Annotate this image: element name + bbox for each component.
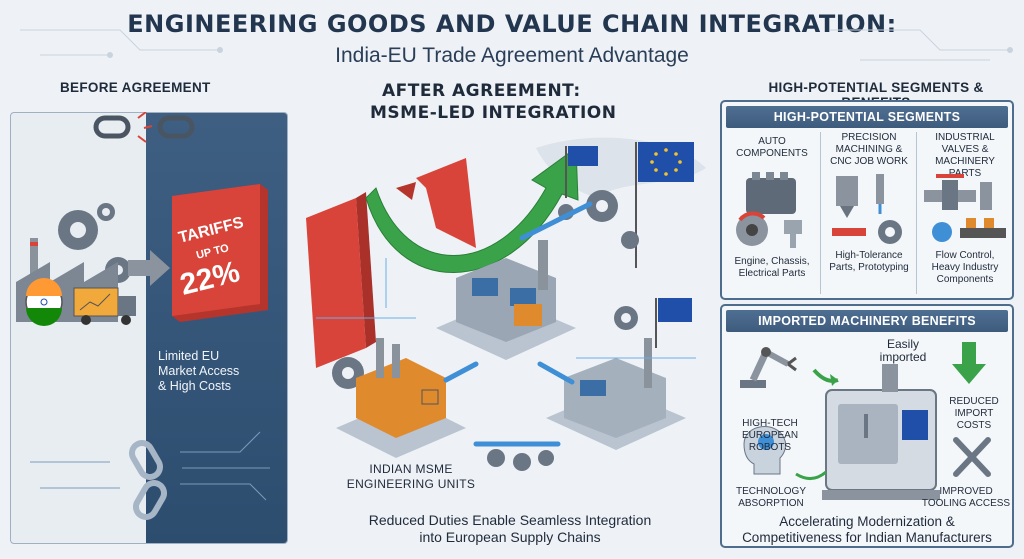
title-line: CNC JOB WORK (830, 156, 908, 167)
before-agreement-panel (10, 112, 288, 544)
caption-line: Reduced Duties Enable Seamless Integrati… (368, 512, 652, 528)
segments-header: HIGH-POTENTIAL SEGMENTS (726, 106, 1008, 128)
desc-line: Electrical Parts (738, 268, 806, 279)
page-title: ENGINEERING GOODS AND VALUE CHAIN INTEGR… (127, 10, 897, 38)
desc-line: Heavy Industry (931, 262, 999, 273)
after-agreement-illustration (306, 137, 706, 471)
high-potential-segments-box: HIGH-POTENTIAL SEGMENTS AUTO COMPONENTS … (720, 100, 1014, 300)
reduced-import-costs-label: REDUCED IMPORT COSTS (936, 396, 1012, 432)
label-line: REDUCED (949, 396, 999, 407)
benefits-illustration (740, 342, 991, 500)
title-line: INDUSTRIAL (935, 132, 995, 143)
broken-chain-icon (93, 115, 195, 139)
desc-line: Engine, Chassis, (734, 256, 810, 267)
before-agreement-label: Limited EU Market Access & High Costs (158, 349, 278, 394)
center-caption: Reduced Duties Enable Seamless Integrati… (340, 512, 680, 546)
title-line: MACHINING & (835, 144, 903, 155)
segment-desc-industrial: Flow Control, Heavy Industry Components (916, 250, 1014, 286)
label-line: COSTS (956, 420, 992, 431)
desc-line: Flow Control, (935, 250, 995, 261)
footer-line: Competitiveness for Indian Manufacturers (742, 530, 992, 545)
segment-desc-precision: High-Tolerance Parts, Prototyping (820, 250, 918, 274)
segment-title-industrial: INDUSTRIAL VALVES & MACHINERY PARTS (918, 132, 1012, 180)
label-line: TECHNOLOGY (735, 486, 806, 497)
label-line: imported (879, 350, 927, 364)
technology-absorption-icon (743, 426, 787, 475)
benefits-footer: Accelerating Modernization & Competitive… (730, 514, 1004, 546)
imported-machinery-benefits-box: IMPORTED MACHINERY BENEFITS Easily impor… (720, 304, 1014, 548)
divider (916, 132, 917, 294)
label-line: INDIAN MSME (369, 462, 453, 476)
cnc-machining-icon (832, 174, 902, 244)
title-line: MACHINERY PARTS (935, 156, 995, 179)
title-line: PRECISION (841, 132, 897, 143)
segment-title-auto: AUTO COMPONENTS (726, 136, 818, 160)
before-agreement-illustration (16, 112, 270, 520)
desc-line: Components (936, 274, 994, 285)
wrench-icon (953, 437, 991, 477)
factory-icon (336, 338, 466, 458)
title-line: AUTO (758, 136, 786, 147)
label-line: IMPORT (954, 408, 994, 419)
after-agreement-title: AFTER AGREEMENT: MSME-LED INTEGRATION (370, 80, 670, 124)
green-arrow-icon (365, 147, 579, 273)
label-line: IMPROVED (939, 486, 993, 497)
robot-arm-icon (740, 347, 797, 388)
label-line: Easily (886, 337, 919, 351)
page-subtitle: India-EU Trade Agreement Advantage (335, 44, 689, 67)
broken-wall-icon (306, 158, 476, 368)
easily-imported-label: Easily imported (868, 338, 938, 364)
label-line: ABSORPTION (738, 498, 804, 509)
factory-icon (546, 338, 686, 450)
down-arrow-icon (952, 342, 986, 384)
title-line: AFTER AGREEMENT: (382, 81, 581, 101)
cnc-machine-icon (822, 364, 940, 500)
indian-msme-units-label: INDIAN MSME ENGINEERING UNITS (326, 462, 496, 492)
segment-title-precision: PRECISION MACHINING & CNC JOB WORK (822, 132, 916, 168)
segment-desc-auto: Engine, Chassis, Electrical Parts (724, 256, 820, 280)
eu-flag-icon (565, 142, 694, 348)
benefits-header: IMPORTED MACHINERY BENEFITS (726, 310, 1008, 332)
caption-line: into European Supply Chains (419, 529, 601, 545)
factory-icon (436, 240, 576, 360)
auto-components-icon (736, 172, 802, 248)
title-line: COMPONENTS (736, 148, 808, 159)
label-line: & High Costs (158, 379, 231, 393)
label-line: EUROPEAN (741, 430, 799, 441)
title-line: VALVES & (941, 144, 989, 155)
industrial-valve-icon (924, 174, 1006, 242)
india-flag-icon (25, 278, 63, 326)
before-agreement-heading: BEFORE AGREEMENT (60, 80, 211, 95)
label-line: HIGH-TECH (742, 418, 798, 429)
desc-line: High-Tolerance (835, 250, 903, 261)
gear-icon (332, 190, 639, 471)
label-line: Limited EU (158, 349, 220, 363)
truck-icon (73, 287, 136, 325)
improved-tooling-label: IMPROVED TOOLING ACCESS (918, 486, 1014, 510)
desc-line: Parts, Prototyping (829, 262, 909, 273)
high-tech-robots-label: HIGH-TECH EUROPEAN ROBOTS (730, 418, 810, 454)
footer-line: Accelerating Modernization & (779, 514, 955, 529)
divider (820, 132, 821, 294)
navy-panel (146, 113, 287, 543)
label-line: ENGINEERING UNITS (346, 477, 476, 491)
title-line: MSME-LED INTEGRATION (370, 103, 617, 123)
broken-chain-icon (129, 440, 167, 520)
tariff-wall-icon (172, 184, 268, 322)
technology-absorption-label: TECHNOLOGY ABSORPTION (726, 486, 816, 510)
label-line: ROBOTS (748, 442, 792, 453)
label-line: TOOLING ACCESS (921, 498, 1011, 509)
arrow-right-icon (128, 250, 170, 286)
label-line: Market Access (158, 364, 240, 378)
